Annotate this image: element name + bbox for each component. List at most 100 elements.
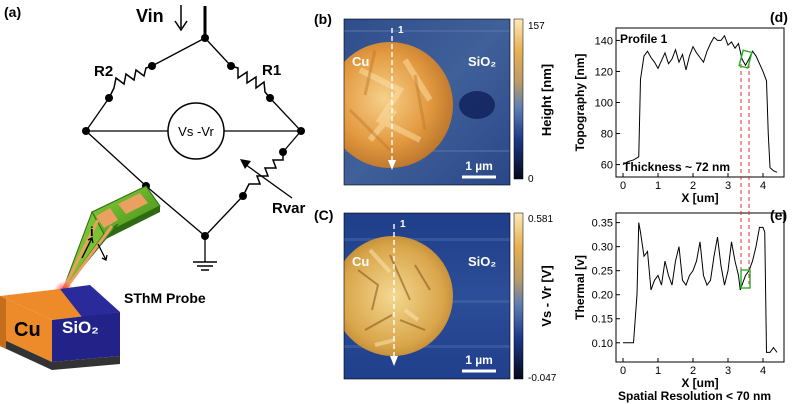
probe-current-label: i xyxy=(90,224,94,239)
y-tick-label: 0.15 xyxy=(592,314,613,326)
panel-d-label: (d) xyxy=(770,9,788,25)
y-tick-label: 0.20 xyxy=(592,290,613,302)
wire-left-upper xyxy=(85,97,110,132)
probe-icon xyxy=(61,185,161,293)
highlight-box-d xyxy=(738,49,753,69)
r1-resistor-icon xyxy=(230,65,271,99)
sample-cu-label: Cu xyxy=(14,319,41,341)
x-tick-label: 3 xyxy=(725,180,731,192)
node-rvar-bottom xyxy=(239,192,247,200)
rvar-arrow xyxy=(241,161,293,199)
node-right xyxy=(297,127,305,135)
rvar-label: Rvar xyxy=(272,200,306,217)
wire-right-lower xyxy=(282,130,302,153)
chart-title: Profile 1 xyxy=(620,32,668,46)
node-r2-bottom xyxy=(105,94,113,102)
profile-marker-b: 1 xyxy=(398,25,404,36)
node-rvar-top xyxy=(279,148,287,156)
y-tick-label: 120 xyxy=(595,66,613,78)
y-tick-label: 0.35 xyxy=(592,218,613,230)
wire-left-lower xyxy=(85,130,147,187)
panel-b: (b) 1 Cu SiO₂ 1 µm 157 0 Height [nm] xyxy=(314,11,554,186)
colorbar-b-title: Height [nm] xyxy=(539,64,554,136)
current-up-arrow xyxy=(81,237,94,259)
ground-icon xyxy=(193,261,217,271)
scale-bar-b-label: 1 µm xyxy=(465,159,493,173)
sample-block xyxy=(0,285,120,370)
colorbar-b-min: 0 xyxy=(528,174,534,185)
colorbar-c-max: 0.581 xyxy=(528,214,553,225)
y-tick-label: 0.30 xyxy=(592,242,613,254)
r1-label: R1 xyxy=(262,62,281,79)
y-tick-label: 0.10 xyxy=(592,338,613,350)
thermal-cu-disk xyxy=(344,236,453,356)
vin-label: Vin xyxy=(136,6,164,26)
map-c-cu-label: Cu xyxy=(352,254,369,269)
panel-c: (C) 1 Cu SiO₂ 1 µm 0.581 -0.047 Vs - Vr … xyxy=(314,207,557,384)
map-c-sio2-label: SiO₂ xyxy=(468,254,496,269)
plot-frame xyxy=(615,27,785,178)
topography-dark-spot xyxy=(459,91,495,119)
profile-marker-c: 1 xyxy=(400,219,406,230)
colorbar-c-title: Vs - Vr [V] xyxy=(539,265,554,326)
voltmeter-label: Vs -Vr xyxy=(178,124,214,139)
panel-a-label: (a) xyxy=(4,4,21,20)
wire-bottom-right xyxy=(204,195,244,237)
profile-arrow-b xyxy=(388,160,396,170)
x-tick-label: 0 xyxy=(620,180,626,192)
node-r1-top xyxy=(227,62,235,70)
y-tick-label: 0.25 xyxy=(592,266,613,278)
y-axis-label: Thermal [v] xyxy=(573,255,587,320)
highlight-box-e xyxy=(740,269,751,289)
voltmeter-icon xyxy=(167,102,225,160)
rvar-arrow-head xyxy=(240,159,251,169)
node-r1-bottom xyxy=(266,94,274,102)
map-b-sio2-label: SiO₂ xyxy=(468,54,496,69)
panel-c-label: (C) xyxy=(314,207,333,223)
wire-bottom-left xyxy=(145,185,206,237)
colorbar-c-min: -0.047 xyxy=(528,373,557,384)
panel-a: (a) Vin R2 R1 Rvar xyxy=(0,4,306,370)
probe-label: SThM Probe xyxy=(124,290,206,306)
x-tick-label: 2 xyxy=(690,365,696,377)
colorbar-b-max: 157 xyxy=(528,21,545,32)
map-b-cu-label: Cu xyxy=(352,54,369,69)
chart-annotation: Thickness ~ 72 nm xyxy=(623,160,730,174)
rvar-resistor-icon xyxy=(242,152,284,197)
x-axis-label: X [um] xyxy=(681,191,718,205)
y-tick-label: 140 xyxy=(595,35,613,47)
series-line xyxy=(622,34,778,173)
sample-sio2-label: SiO₂ xyxy=(62,318,99,337)
y-tick-label: 100 xyxy=(595,98,613,110)
x-tick-label: 4 xyxy=(760,180,766,192)
wire-right-upper xyxy=(269,97,302,132)
profile-arrow-c xyxy=(390,356,398,366)
x-tick-label: 3 xyxy=(725,365,731,377)
panel-b-label: (b) xyxy=(314,11,332,27)
chart-annotation: Spatial Resolution < 70 nm xyxy=(618,389,771,403)
y-tick-label: 80 xyxy=(601,129,613,141)
x-tick-label: 1 xyxy=(655,365,661,377)
wire-top-right xyxy=(204,37,232,67)
r2-resistor-icon xyxy=(108,65,153,99)
node-top xyxy=(201,34,209,42)
colorbar-c xyxy=(513,212,524,380)
x-tick-label: 4 xyxy=(760,365,766,377)
scale-bar-c-label: 1 µm xyxy=(465,353,493,367)
x-axis-label: X [um] xyxy=(681,376,718,390)
x-tick-label: 1 xyxy=(655,180,661,192)
y-axis-label: Topography [nm] xyxy=(573,54,587,152)
node-left xyxy=(82,127,90,135)
r2-label: R2 xyxy=(94,63,113,80)
vin-arrow-head xyxy=(174,20,188,32)
plot-frame xyxy=(615,212,785,363)
panel-e-label: (e) xyxy=(770,207,787,223)
node-r2-top xyxy=(148,62,156,70)
wire-top-left xyxy=(151,37,206,67)
current-down-arrow xyxy=(97,243,108,261)
series-line xyxy=(623,222,778,353)
x-tick-label: 2 xyxy=(690,180,696,192)
